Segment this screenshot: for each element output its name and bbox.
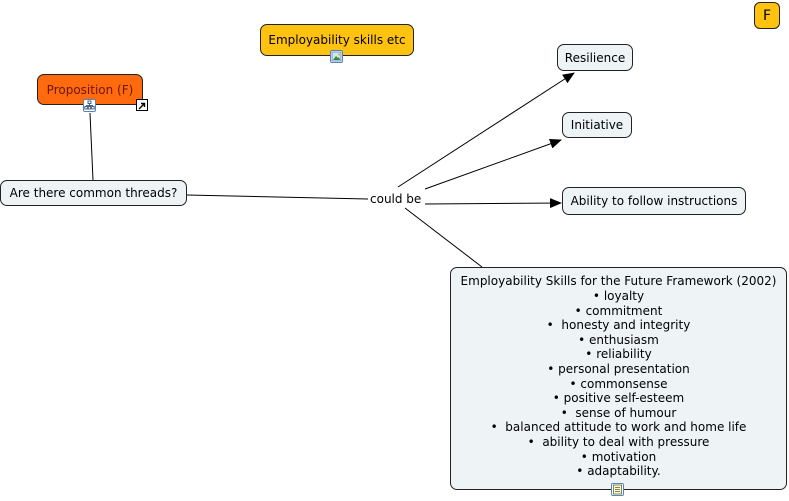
node-framework[interactable]: Employability Skills for the Future Fram… <box>450 267 787 490</box>
link-proposition-to-question <box>89 112 94 181</box>
node-framework-title: Employability Skills for the Future Fram… <box>460 274 777 288</box>
link-question-to-label <box>186 194 369 200</box>
list-item: positive self-esteem <box>491 391 747 406</box>
node-initiative-label: Initiative <box>570 118 624 132</box>
list-item: balanced attitude to work and home life <box>491 420 746 435</box>
node-follow-instructions-label: Ability to follow instructions <box>570 194 738 208</box>
node-follow-instructions[interactable]: Ability to follow instructions <box>562 187 746 215</box>
node-common-threads[interactable]: Are there common threads? <box>0 180 187 206</box>
node-initiative[interactable]: Initiative <box>562 112 632 138</box>
document-icon[interactable] <box>611 483 624 496</box>
node-resilience-label: Resilience <box>564 50 626 65</box>
list-item: sense of humour <box>491 406 747 421</box>
corner-badge-label: F <box>762 7 772 24</box>
node-common-threads-label: Are there common threads? <box>9 186 178 200</box>
shortcut-arrow-icon[interactable] <box>136 99 148 111</box>
corner-badge-f[interactable]: F <box>754 2 780 29</box>
list-item: loyalty <box>491 289 747 304</box>
list-item: commonsense <box>491 377 747 392</box>
link-label-could-be[interactable]: could be <box>370 192 422 206</box>
arrow-to-follow-instructions <box>424 198 562 209</box>
node-employability-skills-label: Employability skills etc <box>268 33 406 47</box>
arrow-to-initiative <box>424 139 562 190</box>
list-item: personal presentation <box>491 362 747 377</box>
image-icon[interactable] <box>330 50 343 63</box>
list-item: honesty and integrity <box>491 318 747 333</box>
list-item: enthusiasm <box>491 333 747 348</box>
list-item: motivation <box>491 450 747 465</box>
link-to-framework <box>404 207 483 268</box>
arrow-to-resilience <box>397 72 575 188</box>
list-item: adaptability. <box>491 464 747 479</box>
framework-list: loyalty commitment honesty and integrity… <box>491 289 747 479</box>
node-proposition-label: Proposition (F) <box>46 82 134 97</box>
list-item: commitment <box>491 304 747 319</box>
list-item: reliability <box>491 347 747 362</box>
concept-map-icon[interactable] <box>83 99 96 112</box>
list-item: ability to deal with pressure <box>491 435 747 450</box>
node-resilience[interactable]: Resilience <box>557 44 633 71</box>
